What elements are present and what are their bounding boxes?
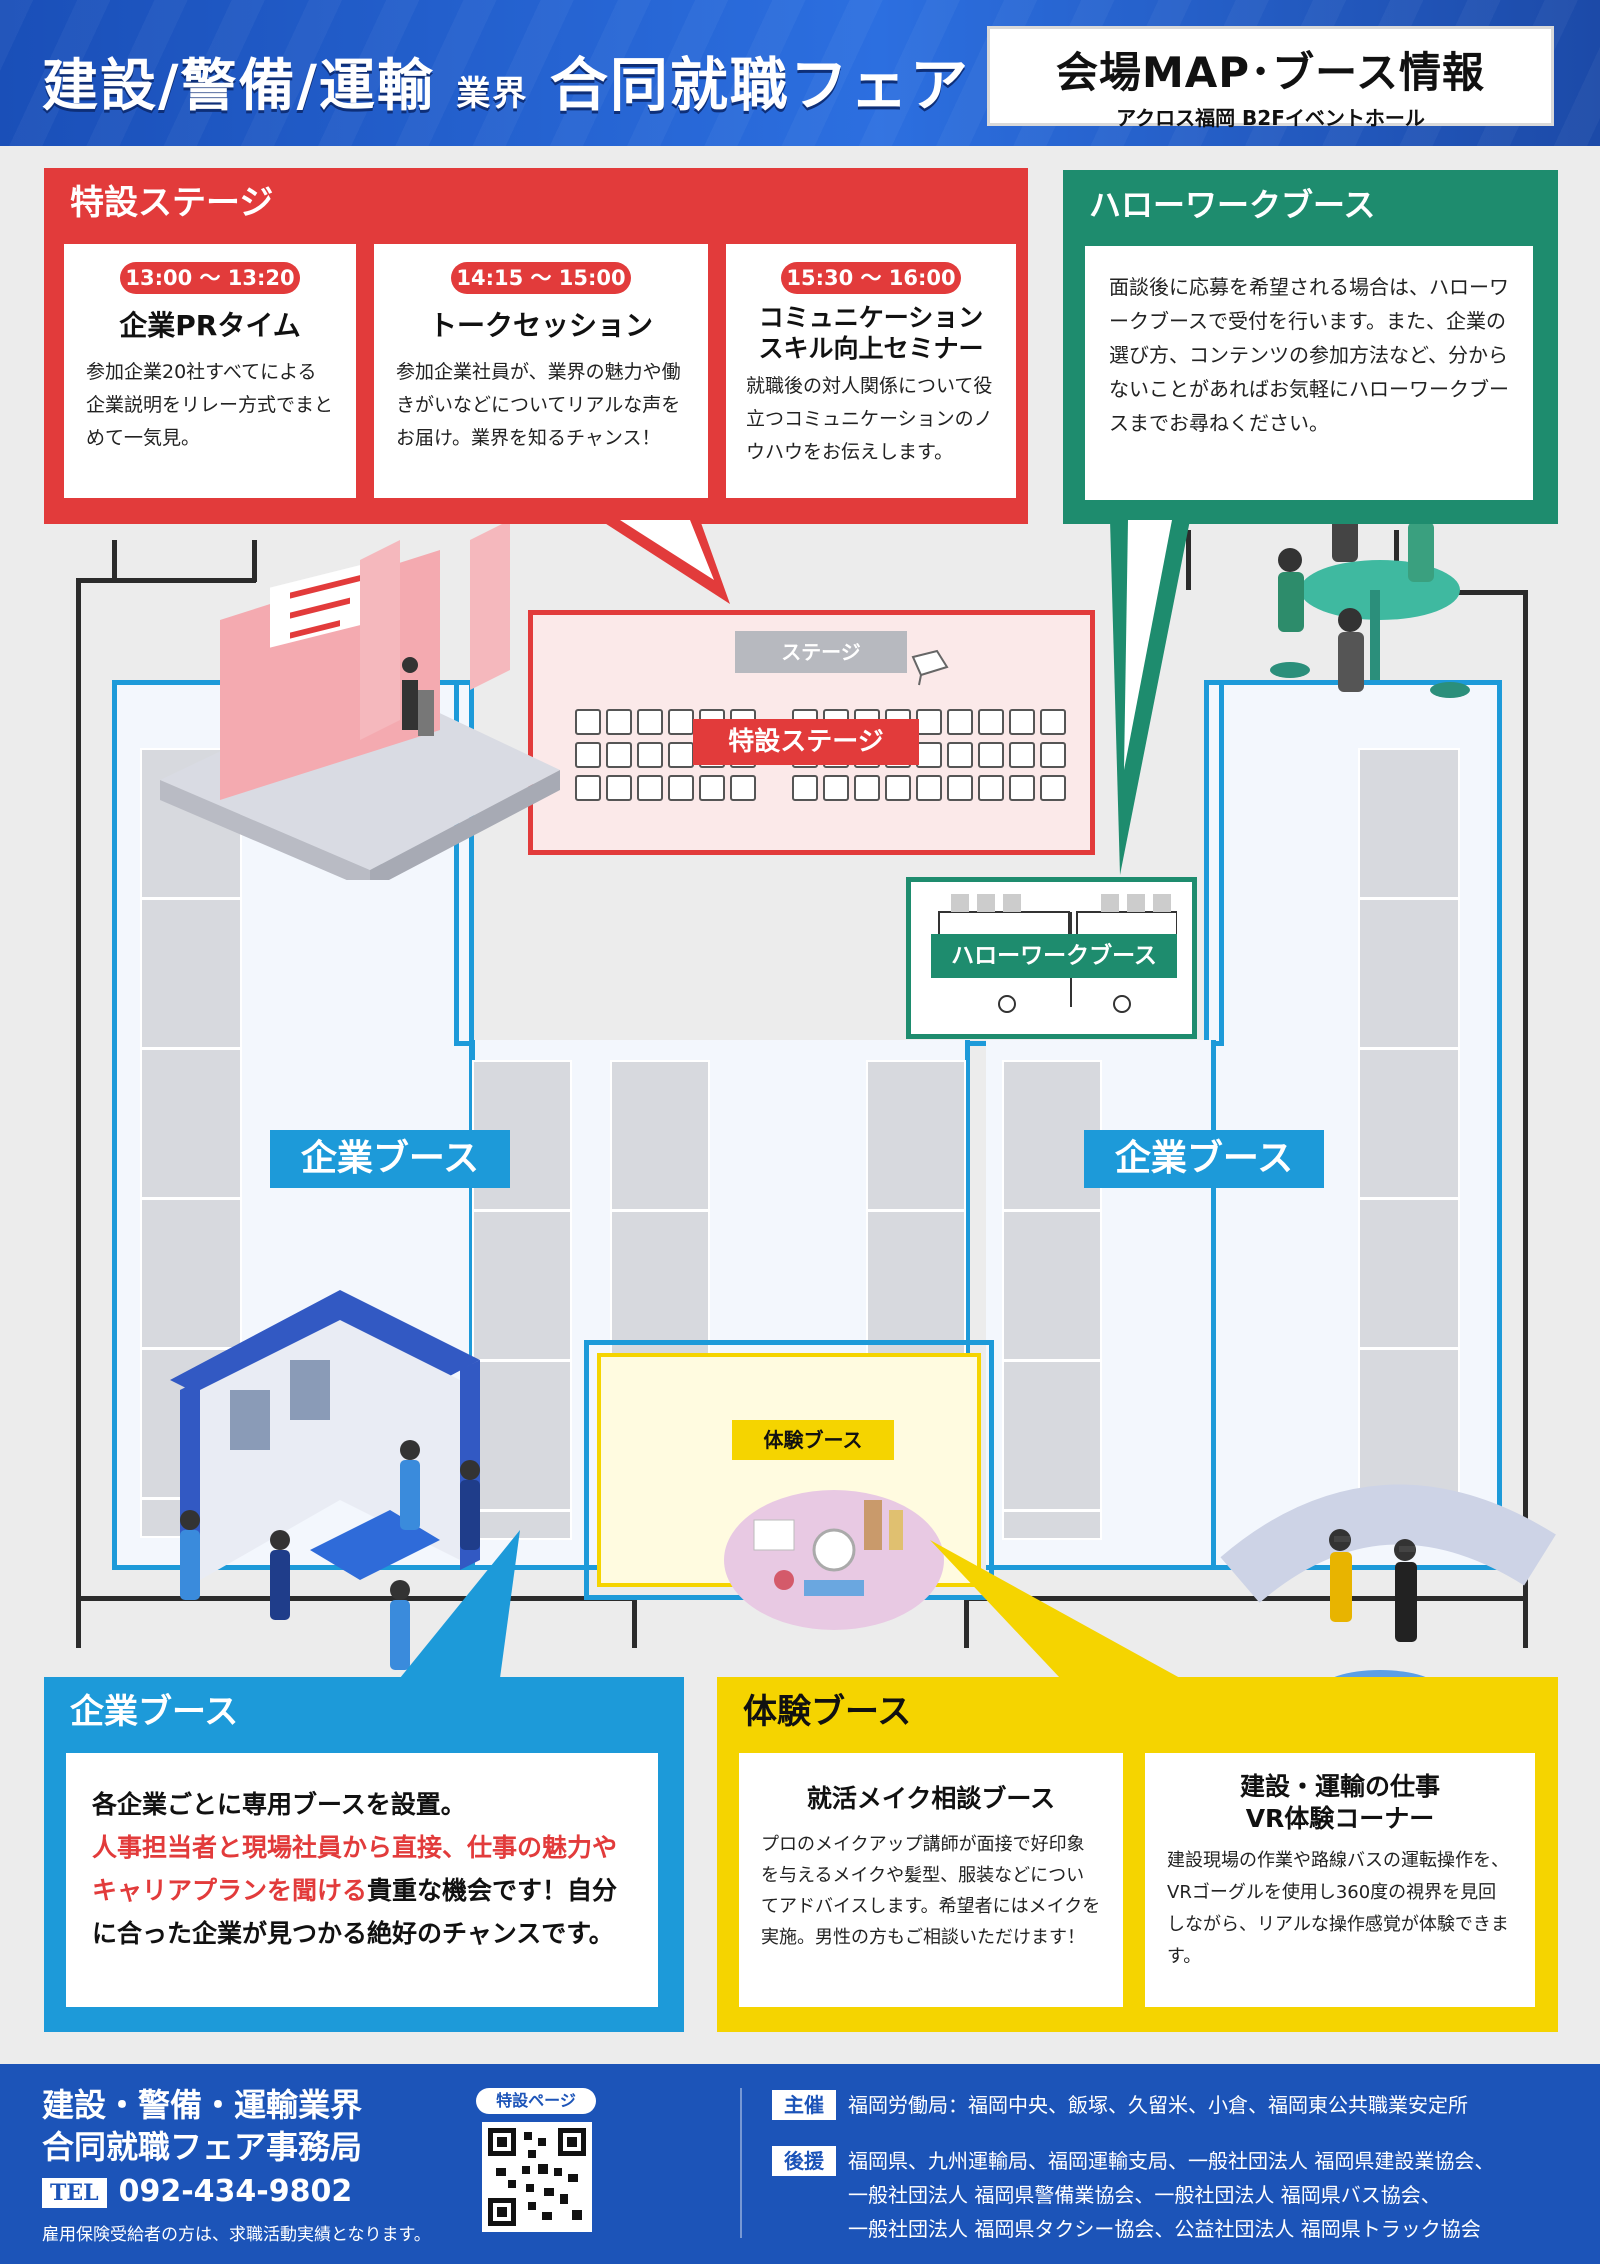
phone-number[interactable]: TEL 092-434-9802: [42, 2174, 352, 2209]
fair-title: 建設/警備/運輸 業界 合同就職フェア: [42, 38, 970, 122]
map-info-box: 会場MAP･ブース情報 アクロス福岡 B2Fイベントホール: [987, 26, 1554, 130]
session-title: 企業PRタイム: [119, 309, 301, 342]
floor-map: 企業ブース 企業ブース ステージ 特設ステージ ハローワークブース 体: [76, 478, 1556, 1710]
hellowork-card: 面談後に応募を希望される場合は、ハローワークブースで受付を行います。また、企業の…: [1085, 246, 1533, 500]
company-booth-illustration-icon: [170, 1290, 480, 1670]
session-time: 15:30 ～ 16:00: [781, 262, 961, 294]
special-stage-panel: 特設ステージ 13:00 ～ 13:20 企業PRタイム 参加企業20社すべてに…: [44, 168, 1028, 524]
experience-card: 建設・運輸の仕事 VR体験コーナー 建設現場の作業や路線バスの運転操作を、VRゴ…: [1145, 1753, 1535, 2007]
experience-card-body: プロのメイクアップ講師が面接で好印象を与えるメイクや髪型、服装などについてアドバ…: [761, 1834, 1101, 1948]
hellowork-callout-pointer: [1110, 520, 1190, 875]
company-booth-label-left: 企業ブース: [270, 1130, 510, 1188]
tel-value: 092-434-9802: [118, 2174, 353, 2209]
support-text-2: 一般社団法人 福岡県警備業協会、一般社団法人 福岡県バス協会、: [848, 2183, 1441, 2207]
company-booth-panel: 企業ブース 各企業ごとに専用ブースを設置。 人事担当者と現場社員から直接、仕事の…: [44, 1677, 684, 2032]
office-line1: 建設・警備・運輸業界: [42, 2086, 363, 2124]
experience-card-title: 建設・運輸の仕事 VR体験コーナー: [1239, 1772, 1440, 1833]
company-booth-line2: 貴重な機会です！自分に合った企業が見つかる絶好のチャンスです。: [92, 1876, 618, 1948]
footer: 建設・警備・運輸業界 合同就職フェア事務局 TEL 092-434-9802 雇用…: [0, 2064, 1600, 2264]
company-booth-tab: 企業ブース: [44, 1677, 239, 1747]
title-industry-word: 業界: [456, 74, 529, 114]
hellowork-panel: ハローワークブース 面談後に応募を希望される場合は、ハローワークブースで受付を行…: [1063, 170, 1558, 524]
office-name: 建設・警備・運輸業界 合同就職フェア事務局: [42, 2084, 362, 2168]
stage-callout-pointer: [600, 520, 730, 604]
venue-name: アクロス福岡 B2Fイベントホール: [1116, 106, 1425, 130]
session-body: 参加企業20社すべてによる企業説明をリレー方式でまとめて一気見。: [86, 361, 334, 449]
special-stage-tag: 特設ステージ: [693, 719, 919, 765]
booth-column: [866, 1060, 966, 1362]
organizer-row: 主催福岡労働局：福岡中央、飯塚、久留米、小倉、福岡東公共職業安定所: [772, 2088, 1468, 2122]
special-stage-area: ステージ 特設ステージ: [528, 610, 1095, 855]
experience-tag: 体験ブース: [732, 1420, 894, 1460]
session-title: コミュニケーション スキル向上セミナー: [758, 303, 984, 363]
session-time: 14:15 ～ 15:00: [451, 262, 631, 294]
stage-box: ステージ: [735, 631, 907, 673]
organizer-text: 福岡労働局：福岡中央、飯塚、久留米、小倉、福岡東公共職業安定所: [848, 2093, 1468, 2117]
session-card: 13:00 ～ 13:20 企業PRタイム 参加企業20社すべてによる企業説明を…: [64, 244, 356, 498]
company-booth-card: 各企業ごとに専用ブースを設置。 人事担当者と現場社員から直接、仕事の魅力やキャリ…: [66, 1753, 658, 2007]
experience-card-title: 就活メイク相談ブース: [806, 1784, 1056, 1813]
map-info-title: 会場MAP･ブース情報: [1056, 48, 1485, 97]
hellowork-tag: ハローワークブース: [931, 934, 1177, 978]
company-callout-pointer: [400, 1530, 520, 1678]
experience-booth-panel: 体験ブース 就活メイク相談ブース プロのメイクアップ講師が面接で好印象を与えるメ…: [717, 1677, 1558, 2032]
support-text-1: 福岡県、九州運輸局、福岡運輸支局、一般社団法人 福岡県建設業協会、: [848, 2149, 1495, 2173]
support-text-3: 一般社団法人 福岡県タクシー協会、公益社団法人 福岡県トラック協会: [848, 2217, 1481, 2241]
qr-label: 特設ページ: [476, 2088, 596, 2114]
experience-card: 就活メイク相談ブース プロのメイクアップ講師が面接で好印象を与えるメイクや髪型、…: [739, 1753, 1123, 2007]
support-tag: 後援: [772, 2146, 836, 2176]
header-banner: 建設/警備/運輸 業界 合同就職フェア 会場MAP･ブース情報 アクロス福岡 B…: [0, 0, 1600, 146]
booth-column: [1002, 1060, 1102, 1540]
footer-note: 雇用保険受給者の方は、求職活動実績となります。: [42, 2225, 431, 2245]
session-card: 14:15 ～ 15:00 トークセッション 参加企業社員が、業界の魅力や働きが…: [374, 244, 708, 498]
experience-booth-tab: 体験ブース: [717, 1677, 912, 1747]
hellowork-tab: ハローワークブース: [1063, 170, 1376, 240]
company-booth-line1: 各企業ごとに専用ブースを設置。: [92, 1790, 466, 1819]
session-card: 15:30 ～ 16:00 コミュニケーション スキル向上セミナー 就職後の対人…: [726, 244, 1016, 498]
experience-card-body: 建設現場の作業や路線バスの運転操作を、VRゴーグルを使用し360度の視界を見回し…: [1167, 1850, 1509, 1967]
session-body: 参加企業社員が、業界の魅力や働きがいなどについてリアルな声をお届け。業界を知るチ…: [396, 361, 681, 449]
company-booth-highlight: 人事担当者と現場社員から直接、仕事の魅力やキャリアプランを聞ける: [92, 1833, 618, 1905]
title-industries: 建設/警備/運輸: [42, 54, 435, 119]
hellowork-body: 面談後に応募を希望される場合は、ハローワークブースで受付を行います。また、企業の…: [1109, 275, 1509, 435]
session-title: トークセッション: [428, 309, 653, 342]
experience-callout-pointer: [930, 1540, 1180, 1678]
makeup-illustration-icon: [724, 1490, 944, 1630]
session-time: 13:00 ～ 13:20: [120, 262, 300, 294]
tel-tag: TEL: [42, 2177, 107, 2208]
special-stage-tab: 特設ステージ: [44, 168, 274, 238]
company-booth-label-right: 企業ブース: [1084, 1130, 1324, 1188]
support-row: 後援福岡県、九州運輸局、福岡運輸支局、一般社団法人 福岡県建設業協会、 一般社団…: [772, 2144, 1494, 2246]
office-line2: 合同就職フェア事務局: [42, 2128, 363, 2166]
booth-column: [1358, 748, 1460, 1538]
organizer-tag: 主催: [772, 2090, 836, 2120]
session-body: 就職後の対人関係について役立つコミュニケーションのノウハウをお伝えします。: [746, 375, 993, 463]
qr-code-icon[interactable]: [482, 2122, 592, 2232]
hellowork-area: ハローワークブース: [906, 877, 1197, 1039]
title-fair-name: 合同就職フェア: [549, 51, 970, 119]
camera-icon: [911, 649, 949, 686]
stage-illustration-icon: [160, 520, 560, 880]
